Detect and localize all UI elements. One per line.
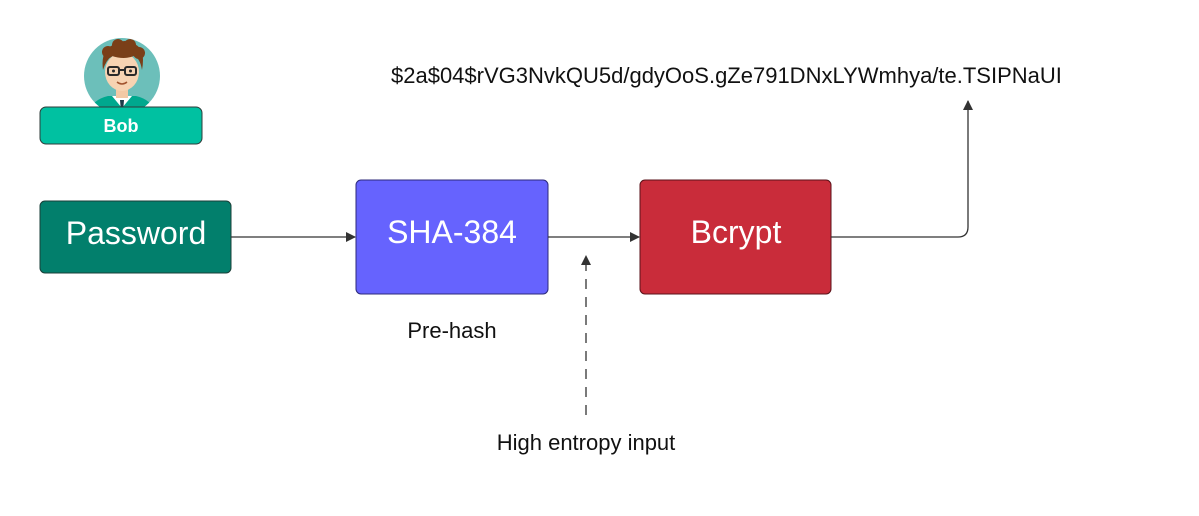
- bcrypt-to-output-arrow: [831, 100, 973, 238]
- bcrypt-node: Bcrypt: [639, 179, 832, 295]
- entropy-annotation: High entropy input: [497, 430, 676, 455]
- bcrypt-label: Bcrypt: [691, 214, 782, 250]
- actor-badge: Bob: [39, 106, 203, 145]
- password-node: Password: [39, 200, 232, 274]
- password-label: Password: [66, 215, 207, 251]
- output-hash-text: $2a$04$rVG3NvkQU5d/gdyOoS.gZe791DNxLYWmh…: [391, 63, 1062, 88]
- sha384-node: SHA-384: [355, 179, 549, 295]
- prehash-annotation: Pre-hash: [407, 318, 496, 343]
- sha384-label: SHA-384: [387, 214, 517, 250]
- actor-name: Bob: [104, 116, 139, 136]
- user-avatar-icon: [84, 38, 160, 114]
